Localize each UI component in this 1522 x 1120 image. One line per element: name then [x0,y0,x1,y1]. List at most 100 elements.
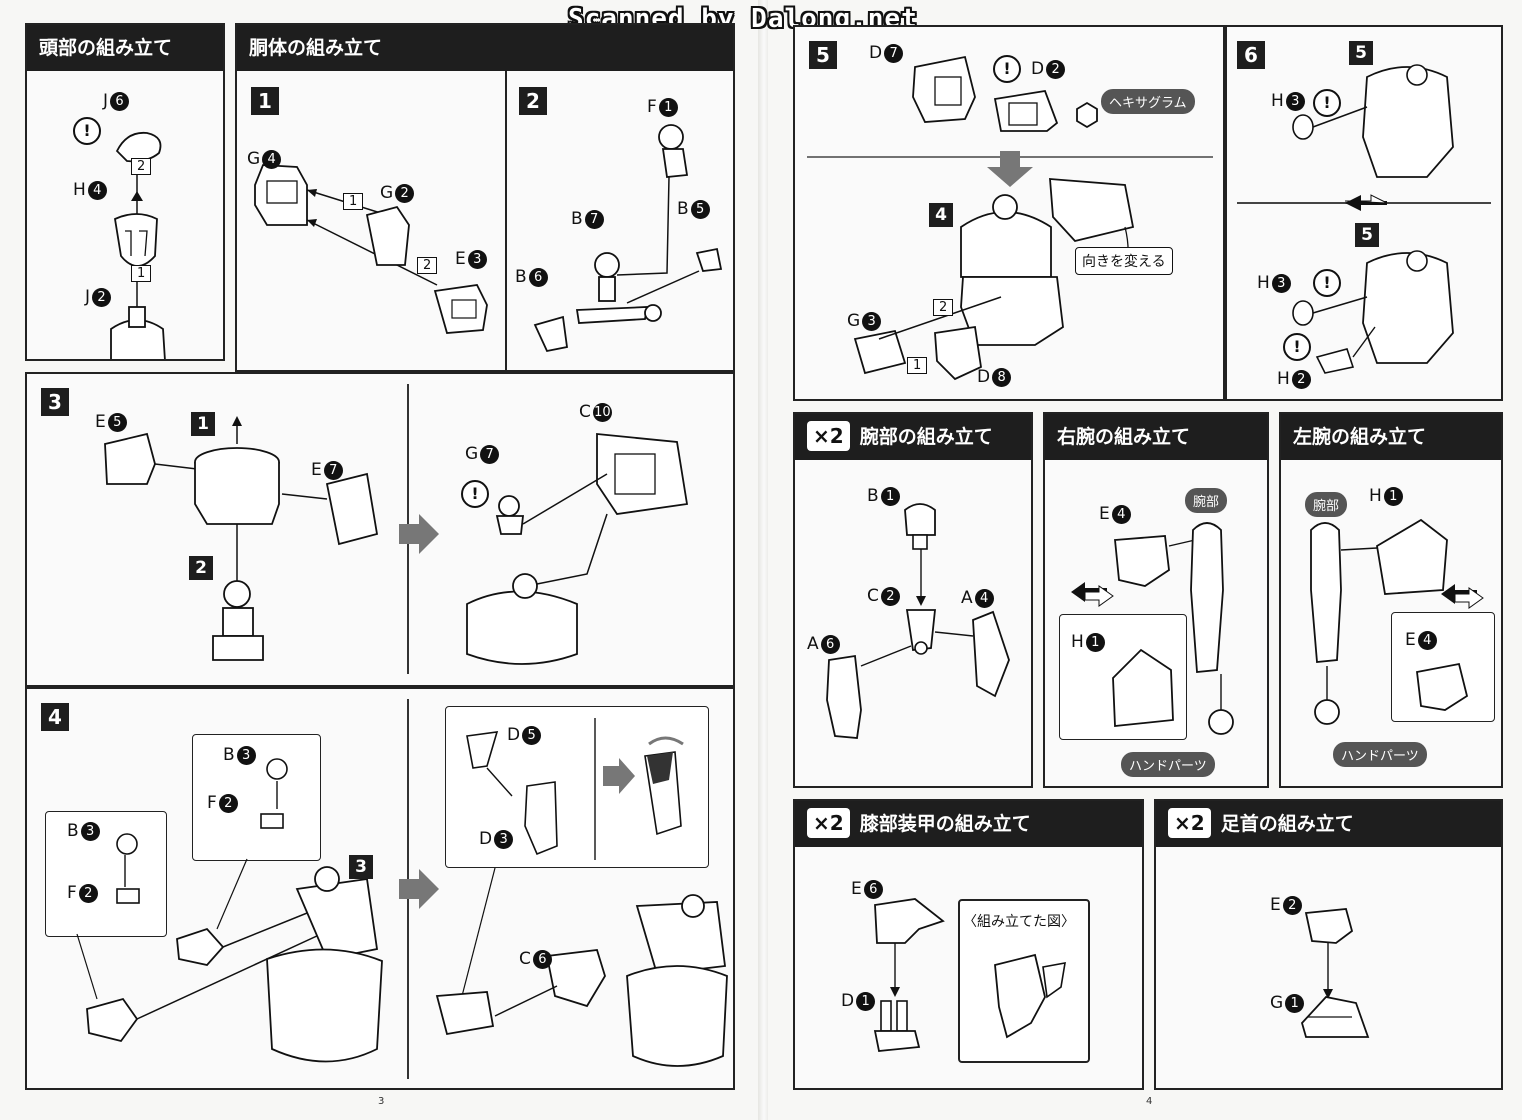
step-4-diagram-left [76,758,383,1063]
sequence-1: 1 [343,193,364,210]
knee-armor-diagram [873,898,1066,1052]
caution-icon: ! [1313,269,1341,297]
ref-step-5-upper: 5 [1349,41,1373,65]
sequence-2: 2 [933,299,954,316]
page-number-right: 4 [1146,1096,1153,1107]
sequence-1: 1 [907,357,928,374]
sequence-2: 2 [131,158,152,175]
step-5-diagram [807,55,1213,381]
hand-parts-tag: ハンドパーツ [1333,742,1427,767]
next-arrow-icon [399,869,439,909]
step-1-diagram [254,164,488,334]
detail-box-b3-f2-lower [45,811,167,937]
ref-step-4: 4 [929,203,953,227]
step-3-diagram-right [466,433,689,665]
ref-step-1: 1 [191,412,215,436]
step-5-badge: 5 [809,41,837,69]
step-1-badge: 1 [251,87,279,115]
sequence-2: 2 [417,257,438,274]
torso-assembly-title: 胴体の組み立て [237,25,733,71]
change-direction-tag: 向きを変える [1075,247,1173,275]
step-3-diagram-left [104,416,379,661]
detail-box-b3-f2-upper [192,734,321,861]
head-diagram [110,131,166,359]
left-arm-diagram [1310,518,1484,725]
step-6-badge: 6 [1237,41,1265,69]
ref-step-2: 2 [189,556,213,580]
page-number-left: 3 [378,1096,385,1107]
step-3-badge: 3 [41,388,69,416]
step-2-diagram [533,124,723,353]
head-assembly-title: 頭部の組み立て [27,25,223,71]
right-arm-diagram [1071,522,1234,735]
caution-icon: ! [73,117,101,145]
ankle-diagram [1300,908,1370,1038]
divider [505,71,507,371]
step-2-badge: 2 [519,87,547,115]
caution-icon: ! [461,480,489,508]
hand-parts-tag: ハンドパーツ [1121,752,1215,777]
right-arm-title: 右腕の組み立て [1045,414,1267,460]
page-gutter [758,0,770,1120]
left-arm-title: 左腕の組み立て [1281,414,1501,460]
assembled-view-label: 〈組み立てた図〉 [963,914,1075,930]
caution-icon: ! [993,55,1021,83]
ref-step-5-lower: 5 [1355,223,1379,247]
next-arrow-icon [399,514,439,554]
arm-tag: 腕部 [1185,488,1228,513]
step-6-diagram [1292,64,1454,374]
arm-tag: 腕部 [1305,492,1348,517]
ref-step-3: 3 [349,855,373,879]
